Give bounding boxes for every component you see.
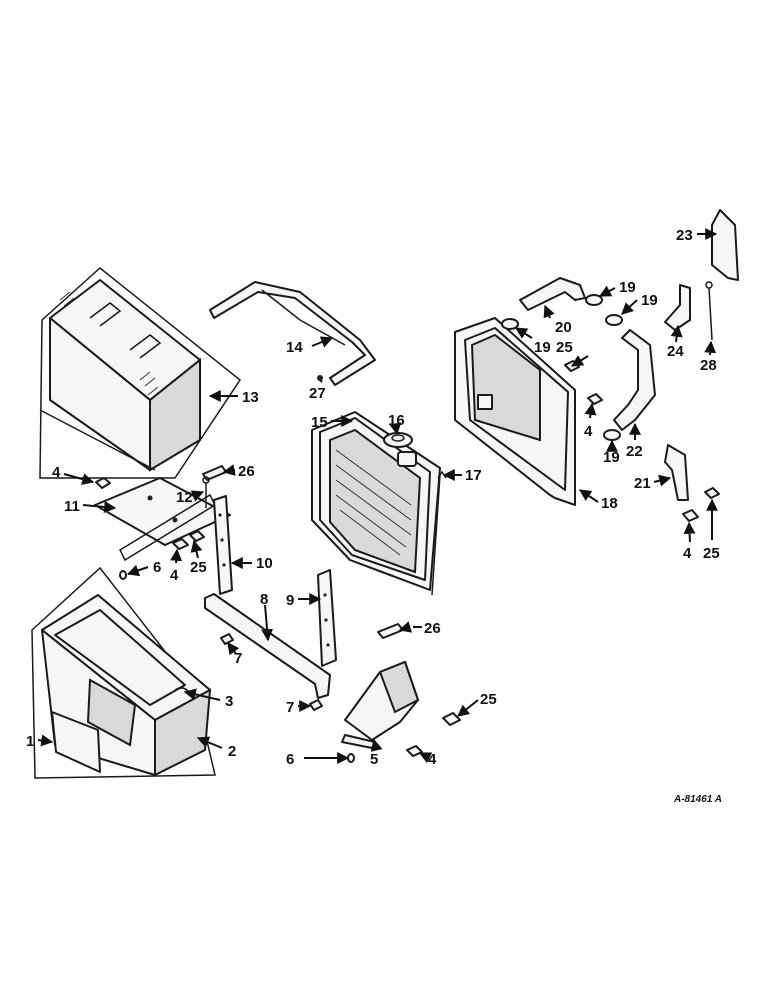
callout-28: 28: [700, 357, 717, 374]
fan-shroud: [454, 317, 576, 506]
callout-17: 17: [465, 467, 482, 484]
callout-4: 4: [52, 464, 61, 481]
callout-6: 6: [286, 751, 294, 768]
callout-26: 26: [238, 463, 255, 480]
callout-20: 20: [555, 319, 572, 336]
callout-7: 7: [234, 650, 242, 667]
upper-hose: [519, 277, 586, 311]
callout-24: 24: [667, 343, 684, 360]
callout-3: 3: [225, 693, 233, 710]
side-rail-8: [204, 593, 331, 699]
callout-25: 25: [556, 339, 573, 356]
callout-22: 22: [626, 443, 643, 460]
lower-hose: [613, 329, 656, 431]
callout-1: 1: [26, 733, 34, 750]
side-rail-10: [213, 495, 233, 595]
bracket-24: [664, 284, 691, 331]
callout-12: 12: [176, 489, 193, 506]
callout-11: 11: [64, 498, 80, 515]
callout-16: 16: [388, 412, 405, 429]
callout-6: 6: [153, 559, 161, 576]
radiator: [311, 411, 441, 596]
callout-9: 9: [286, 592, 294, 609]
mounting-bracket-5: [341, 660, 420, 749]
callout-8: 8: [260, 591, 268, 608]
drawing-reference-number: A-81461 A: [673, 794, 722, 805]
hose-clamps: [501, 294, 623, 441]
callout-25: 25: [703, 545, 720, 562]
callout-10: 10: [256, 555, 273, 572]
callout-26: 26: [424, 620, 441, 637]
battery-box: [31, 566, 216, 779]
callout-4: 4: [584, 423, 593, 440]
callout-5: 5: [370, 751, 378, 768]
callout-25: 25: [190, 559, 207, 576]
callout-23: 23: [676, 227, 693, 244]
battery-box-cover: [39, 267, 242, 479]
callout-14: 14: [286, 339, 303, 356]
callout-19: 19: [534, 339, 551, 356]
support-bracket: [209, 281, 376, 386]
leader-lines: [37, 228, 718, 764]
callout-7: 7: [286, 699, 294, 716]
callout-numbers: 1 2 3 4 4 4 4 4 5 6 6 7 7 8 9 10 11 12 1…: [26, 227, 720, 768]
callout-13: 13: [242, 389, 259, 406]
rod-28: [705, 281, 713, 341]
callout-4: 4: [683, 545, 692, 562]
bracket-23: [711, 209, 739, 281]
side-rail-9: [317, 569, 337, 667]
callout-19: 19: [641, 292, 658, 309]
callout-4: 4: [428, 751, 437, 768]
callout-27: 27: [309, 385, 326, 402]
bracket-21: [664, 444, 689, 501]
callout-2: 2: [228, 743, 236, 760]
callout-21: 21: [634, 475, 651, 492]
callout-18: 18: [601, 495, 618, 512]
radiator-cap: [383, 432, 413, 448]
callout-25: 25: [480, 691, 497, 708]
callout-15: 15: [311, 414, 328, 431]
callout-19: 19: [603, 449, 620, 466]
callout-4: 4: [170, 567, 179, 584]
battery-tray: [94, 477, 231, 562]
callout-19: 19: [619, 279, 636, 296]
hardware: [95, 360, 720, 763]
